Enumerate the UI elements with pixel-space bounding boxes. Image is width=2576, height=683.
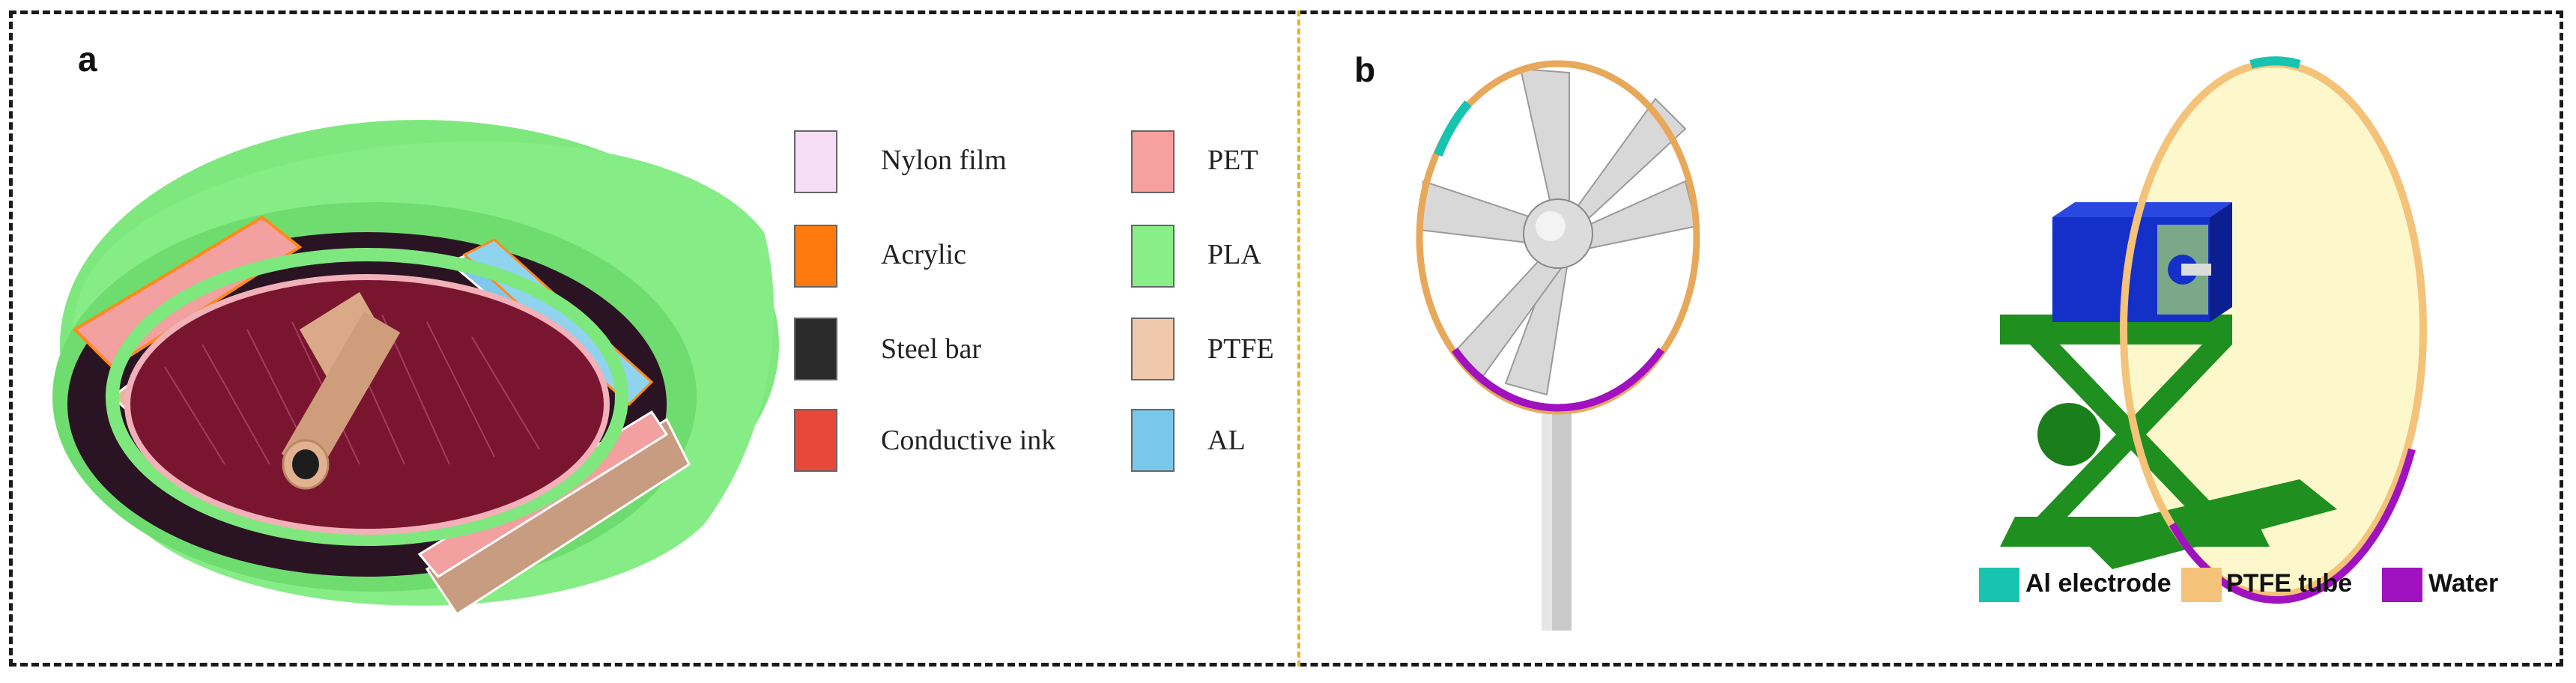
pet-label: PET <box>1207 145 1258 176</box>
panel-divider <box>1297 10 1300 667</box>
conductive-ink-label: Conductive ink <box>881 425 1056 456</box>
ptfe-swatch <box>1131 318 1175 380</box>
steel-bar-swatch <box>794 318 837 380</box>
figure-frame <box>9 10 2563 667</box>
wind-turbine-ring-illustration <box>1416 60 1700 631</box>
steel-bar-label: Steel bar <box>881 333 982 365</box>
pla-swatch <box>1131 225 1175 288</box>
conductive-ink-swatch <box>794 409 837 472</box>
al-electrode-label: Al electrode <box>2025 569 2172 598</box>
pet-swatch <box>1131 130 1175 193</box>
nylon-film-swatch <box>794 130 837 193</box>
acrylic-swatch <box>794 225 837 288</box>
test-rig-ring-illustration <box>2000 56 2427 604</box>
ptfe-label: PTFE <box>1207 333 1274 365</box>
ptfe-tube-label: PTFE tube <box>2226 569 2353 598</box>
al-swatch <box>1131 409 1175 472</box>
teng-cylinder-illustration <box>52 120 779 616</box>
panel-b-label: b <box>1354 50 1376 89</box>
water-label: Water <box>2428 569 2499 598</box>
pla-label: PLA <box>1207 239 1261 270</box>
acrylic-label: Acrylic <box>881 239 966 270</box>
nylon-film-label: Nylon film <box>881 145 1007 176</box>
water-swatch <box>2382 568 2422 602</box>
al-electrode-swatch <box>1979 568 2019 602</box>
ptfe-tube-swatch <box>2181 568 2222 602</box>
panel-a-label: a <box>78 40 97 79</box>
al-label: AL <box>1207 425 1246 456</box>
